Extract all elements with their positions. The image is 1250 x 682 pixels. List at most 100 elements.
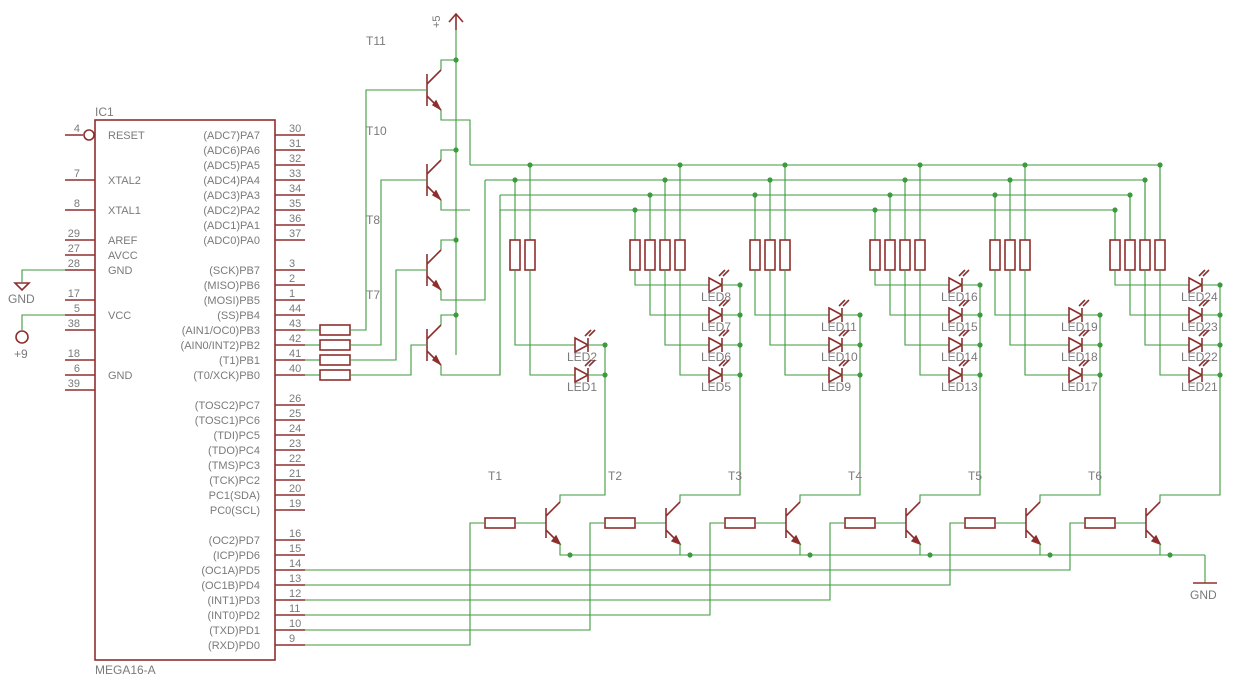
pin-label: (ADC7)PA7 bbox=[203, 130, 260, 142]
pin-number: 16 bbox=[289, 528, 301, 540]
ic-pin-14: 14(OC1A)PD5 bbox=[201, 558, 305, 577]
resistor-body bbox=[964, 517, 996, 529]
resistor-body bbox=[319, 369, 351, 381]
pin-number: 4 bbox=[74, 123, 80, 135]
wire bbox=[919, 270, 949, 376]
resistor-body bbox=[319, 324, 351, 336]
ic-pin-16: 16(OC2)PD7 bbox=[209, 528, 305, 547]
wire bbox=[1159, 270, 1189, 376]
base-resistor-pb2 bbox=[305, 179, 427, 351]
row-transistor-t8: T8 bbox=[366, 213, 459, 291]
pin-number: 13 bbox=[289, 573, 301, 585]
ic-pin-34: 34(ADC3)PA3 bbox=[203, 183, 305, 202]
led bbox=[1188, 269, 1210, 294]
pin-number: 25 bbox=[289, 408, 301, 420]
junction bbox=[662, 177, 668, 183]
resistor-body bbox=[869, 239, 881, 271]
plus9-label: +9 bbox=[14, 347, 28, 361]
ic-pin-21: 21(TCK)PC2 bbox=[209, 468, 305, 487]
wire bbox=[1039, 375, 1101, 502]
pin-label: (AIN1/OC0)PB3 bbox=[182, 325, 260, 337]
wire bbox=[679, 375, 741, 502]
ic-pin-5: 5 VCC bbox=[65, 303, 131, 322]
pin-label: (TCK)PC2 bbox=[209, 475, 260, 487]
column-transistor-t1: T1 bbox=[305, 375, 606, 646]
wire bbox=[440, 149, 456, 160]
pin-label: (TDO)PC4 bbox=[208, 445, 260, 457]
wire bbox=[440, 195, 501, 376]
junction bbox=[453, 57, 459, 63]
junction bbox=[677, 162, 683, 168]
pin-label: AREF bbox=[108, 235, 138, 247]
resistor-body bbox=[884, 239, 896, 271]
led bbox=[574, 329, 596, 354]
wire bbox=[1129, 270, 1189, 316]
pin-label: (RXD)PD0 bbox=[208, 640, 260, 652]
junction bbox=[1157, 162, 1163, 168]
pin-label: AVCC bbox=[108, 250, 138, 262]
pin-label: (ADC6)PA6 bbox=[203, 145, 260, 157]
ic-pin-37: 37(ADC0)PA0 bbox=[203, 228, 305, 247]
wire bbox=[994, 270, 1069, 316]
ic-pin-32: 32(ADC5)PA5 bbox=[203, 153, 305, 172]
led-label: LED10 bbox=[821, 350, 858, 364]
junction bbox=[453, 237, 459, 243]
base-resistor-pb3 bbox=[305, 89, 427, 336]
ic-pin-35: 35(ADC2)PA2 bbox=[203, 198, 305, 217]
led-label: LED21 bbox=[1181, 380, 1218, 394]
resistor-body bbox=[629, 239, 641, 271]
pin-number: 28 bbox=[68, 258, 80, 270]
pin-label: (T0/XCK)PB0 bbox=[193, 370, 260, 382]
wire bbox=[649, 270, 709, 316]
led-label: LED18 bbox=[1061, 350, 1098, 364]
gnd-symbol-right: GND bbox=[1160, 554, 1217, 602]
resistor-body bbox=[509, 239, 521, 271]
wire bbox=[1114, 270, 1189, 286]
led-label: LED15 bbox=[941, 320, 978, 334]
led-label: LED11 bbox=[821, 320, 857, 334]
pin-number: 2 bbox=[289, 273, 295, 285]
column-transistor-t5: T5 bbox=[305, 375, 1101, 586]
wire bbox=[679, 270, 709, 376]
junction bbox=[1007, 177, 1013, 183]
ic-pin-30: 30(ADC7)PA7 bbox=[203, 123, 305, 142]
vcc-label: +5 bbox=[431, 15, 443, 28]
junction bbox=[453, 147, 459, 153]
pin-number: 37 bbox=[289, 228, 301, 240]
pin-number: 10 bbox=[289, 618, 301, 630]
pin-number: 5 bbox=[74, 303, 80, 315]
junction bbox=[647, 192, 653, 198]
pin-number: 17 bbox=[68, 288, 80, 300]
led bbox=[1068, 299, 1090, 324]
led-label: LED17 bbox=[1061, 380, 1098, 394]
pin-label: (OC1A)PD5 bbox=[201, 565, 260, 577]
ic-pin-23: 23 (TDO)PC4 bbox=[208, 438, 305, 457]
junction bbox=[1022, 162, 1028, 168]
ic-pin-22: 22(TMS)PC3 bbox=[208, 453, 305, 472]
pin-number: 6 bbox=[74, 363, 80, 375]
pin-number: 36 bbox=[289, 213, 301, 225]
pin-label: XTAL1 bbox=[108, 205, 141, 217]
led-label: LED1 bbox=[567, 380, 597, 394]
pin-label: (ADC1)PA1 bbox=[203, 220, 260, 232]
wire bbox=[350, 179, 427, 346]
wire bbox=[1144, 270, 1189, 346]
resistor-body bbox=[319, 354, 351, 366]
junction bbox=[1142, 177, 1148, 183]
wire bbox=[1159, 375, 1221, 502]
pin-label: (T1)PB1 bbox=[219, 355, 260, 367]
ic-pin-44: 44(SS)PB4 bbox=[217, 303, 305, 322]
ic-pin-7: 7 XTAL2 bbox=[65, 168, 141, 187]
wire bbox=[440, 180, 486, 301]
pin-number: 32 bbox=[289, 153, 301, 165]
ic-pin-18: 18 bbox=[65, 348, 95, 361]
pin-number: 23 bbox=[289, 438, 301, 450]
ic-pin-3: 3(SCK)PB7 bbox=[209, 258, 305, 277]
column-transistor-label: T3 bbox=[728, 469, 742, 483]
column-transistor-t6: T6 bbox=[305, 375, 1221, 571]
led-label: LED24 bbox=[1181, 290, 1218, 304]
pin-label: (TMS)PC3 bbox=[208, 460, 260, 472]
ic-pin-8: 8 XTAL1 bbox=[65, 198, 141, 217]
